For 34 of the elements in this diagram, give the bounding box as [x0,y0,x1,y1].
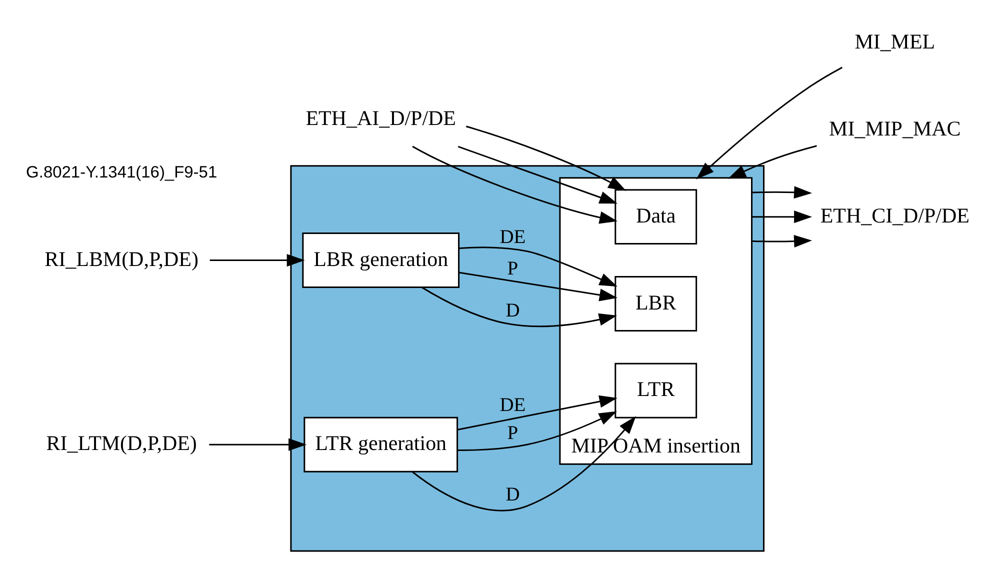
arrow [696,66,843,180]
arrow [457,395,618,430]
node-text: ETH_AI_D/P/DE [306,106,456,130]
edge-label: DE [500,226,526,248]
arrow [466,126,626,191]
edge-label: D [506,484,520,506]
label: G.8021-Y.1341(16)_F9-51 [26,164,218,182]
arrow [728,145,817,179]
arrow [458,272,618,302]
arrow [210,254,305,267]
arrow [412,146,618,224]
arrow [209,438,307,451]
node-text: MI_MIP_MAC [829,116,961,140]
edge-label: P [507,258,518,280]
edge-label: P [507,423,518,444]
node-text: RI_LTM(D,P,DE) [46,431,197,456]
arrow [458,146,618,204]
arrow [752,186,812,199]
node-box: LTR [614,362,698,418]
edge-label: D [506,300,520,322]
arrow [752,234,812,248]
node-box: LBR generation [302,232,460,288]
node-box: LBR [614,276,698,332]
node-box: LTR generation [304,416,458,472]
node-text: MI_MEL [854,30,936,54]
arrow [459,246,618,287]
node-box: Data [614,189,698,245]
edge-label: DE [500,394,526,416]
node-text: ETH_CI_D/P/DE [820,203,970,228]
arrow [412,416,636,512]
node-text: RI_LBM(D,P,DE) [44,246,198,271]
arrow [458,411,617,452]
arrow [752,210,812,224]
arrow [421,286,617,328]
